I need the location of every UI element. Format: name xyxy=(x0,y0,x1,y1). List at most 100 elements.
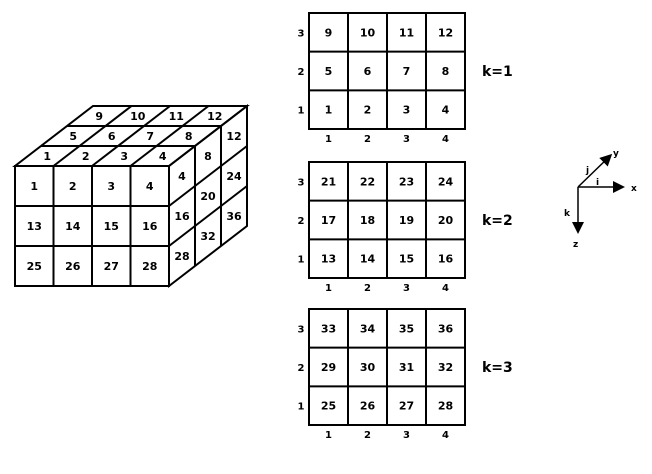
block-top-cell: 11 xyxy=(169,110,184,123)
layer-cell: 11 xyxy=(399,26,414,39)
block-right-cell: 20 xyxy=(200,190,216,203)
layer-k-label: k=1 xyxy=(482,64,513,80)
layer-cell: 35 xyxy=(399,322,414,335)
layer-cell: 19 xyxy=(399,214,414,227)
block-right-cell: 4 xyxy=(178,170,186,183)
layer-cell: 16 xyxy=(438,253,454,266)
layer-cell: 28 xyxy=(438,400,453,413)
layer-cell: 24 xyxy=(438,175,454,188)
row-index-label: 3 xyxy=(298,28,305,39)
block-front-cell: 15 xyxy=(104,220,119,233)
block-right-cell: 16 xyxy=(174,210,190,223)
y-axis-label: y xyxy=(613,149,619,159)
i-index-label: i xyxy=(596,178,599,188)
column-index-label: 2 xyxy=(364,283,371,294)
block-front-cell: 3 xyxy=(107,180,115,193)
column-index-label: 4 xyxy=(442,430,449,441)
layer-cell: 12 xyxy=(438,26,453,39)
x-axis-label: x xyxy=(631,184,637,194)
layer-cell: 4 xyxy=(442,104,450,117)
block-right-cell: 8 xyxy=(204,150,212,163)
column-index-label: 4 xyxy=(442,283,449,294)
layer-k-label: k=3 xyxy=(482,360,513,376)
block-top-cell: 1 xyxy=(43,150,51,163)
block-front-cell: 27 xyxy=(104,260,119,273)
layer-cell: 17 xyxy=(321,214,336,227)
column-index-label: 1 xyxy=(325,283,332,294)
layer-cell: 36 xyxy=(438,322,454,335)
block-front-cell: 13 xyxy=(27,220,42,233)
block-right-cell: 36 xyxy=(226,210,242,223)
layer-cell: 22 xyxy=(360,175,375,188)
z-axis-label: z xyxy=(573,240,578,250)
layer-cell: 26 xyxy=(360,400,376,413)
block-front-cell: 2 xyxy=(69,180,77,193)
block-front-cell: 26 xyxy=(65,260,81,273)
layer-cell: 8 xyxy=(442,65,450,78)
row-index-label: 3 xyxy=(298,324,305,335)
row-index-label: 1 xyxy=(298,255,305,266)
k-index-label: k xyxy=(564,209,571,219)
layer-cell: 34 xyxy=(360,322,376,335)
row-index-label: 3 xyxy=(298,177,305,188)
column-index-label: 2 xyxy=(364,430,371,441)
block-top-cell: 7 xyxy=(146,130,154,143)
block-front-cell: 4 xyxy=(146,180,154,193)
block-right-cell: 28 xyxy=(174,250,189,263)
row-index-label: 1 xyxy=(298,106,305,117)
column-index-label: 1 xyxy=(325,134,332,145)
block-front-cell: 25 xyxy=(27,260,42,273)
block-top-cell: 3 xyxy=(120,150,128,163)
layer-cell: 25 xyxy=(321,400,336,413)
layer-cell: 20 xyxy=(438,214,454,227)
j-index-label: j xyxy=(585,166,589,176)
layer-cell: 5 xyxy=(325,65,333,78)
layer-cell: 18 xyxy=(360,214,375,227)
block-front-cell: 28 xyxy=(142,260,157,273)
layer-cell: 32 xyxy=(438,361,453,374)
block-right-cell: 12 xyxy=(226,130,241,143)
layer-k-label: k=2 xyxy=(482,213,513,229)
block-top-cell: 6 xyxy=(108,130,116,143)
layer-cell: 6 xyxy=(364,65,372,78)
row-index-label: 2 xyxy=(298,67,305,78)
block-top-cell: 8 xyxy=(185,130,193,143)
row-index-label: 1 xyxy=(298,402,305,413)
column-index-label: 2 xyxy=(364,134,371,145)
block-front-cell: 16 xyxy=(142,220,158,233)
block-right-cell: 24 xyxy=(226,170,242,183)
column-index-label: 4 xyxy=(442,134,449,145)
layer-cell: 23 xyxy=(399,175,414,188)
block-right-face xyxy=(168,103,248,289)
column-index-label: 3 xyxy=(403,134,410,145)
block-top-cell: 5 xyxy=(69,130,77,143)
layer-cell: 33 xyxy=(321,322,336,335)
row-index-label: 2 xyxy=(298,363,305,374)
layer-cell: 27 xyxy=(399,400,414,413)
layer-cell: 9 xyxy=(325,26,333,39)
layer-cell: 29 xyxy=(321,361,336,374)
column-index-label: 3 xyxy=(403,430,410,441)
block-front-cell: 14 xyxy=(65,220,81,233)
block-top-cell: 4 xyxy=(159,150,167,163)
block-top-cell: 12 xyxy=(207,110,222,123)
layer-cell: 1 xyxy=(325,104,333,117)
block-front-cell: 1 xyxy=(30,180,38,193)
layer-cell: 15 xyxy=(399,253,414,266)
block-top-cell: 10 xyxy=(130,110,146,123)
column-index-label: 1 xyxy=(325,430,332,441)
block-top-cell: 9 xyxy=(95,110,103,123)
row-index-label: 2 xyxy=(298,216,305,227)
layer-cell: 3 xyxy=(403,104,411,117)
layer-cell: 30 xyxy=(360,361,376,374)
column-index-label: 3 xyxy=(403,283,410,294)
layer-cell: 2 xyxy=(364,104,372,117)
layer-cell: 21 xyxy=(321,175,336,188)
layer-cell: 13 xyxy=(321,253,336,266)
